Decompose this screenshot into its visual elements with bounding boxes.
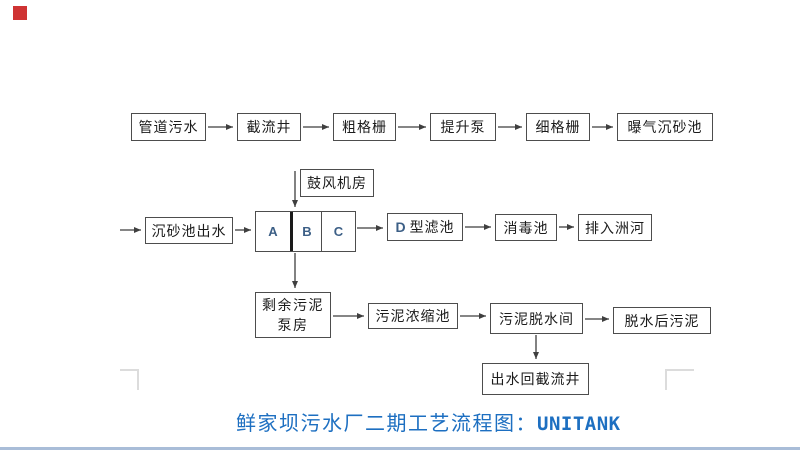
caption-unitank: UNITANK [537, 413, 621, 435]
red-square-marker [13, 6, 27, 20]
flow-box-pipeline-sewage: 管道污水 [131, 113, 206, 141]
d-filter-latin: D [395, 219, 407, 235]
flow-box-return-to-intercepting-well: 出水回截流井 [482, 363, 589, 395]
diagram-caption: 鲜家坝污水厂二期工艺流程图：UNITANK [236, 407, 621, 436]
flow-box-sludge-pump-house: 剩余污泥 泵房 [255, 292, 331, 338]
d-filter-cn: 型滤池 [409, 219, 455, 235]
flow-box-outfall-river: 排入洲河 [578, 214, 652, 241]
flow-box-blower-room: 鼓风机房 [300, 169, 374, 197]
caption-chinese: 鲜家坝污水厂二期工艺流程图： [236, 413, 537, 435]
unitank-abc-box: A B C [255, 211, 356, 252]
bottom-rule [0, 447, 800, 450]
flow-box-aerated-grit-chamber: 曝气沉砂池 [617, 113, 713, 141]
flow-box-disinfection-tank: 消毒池 [495, 214, 557, 241]
flow-box-sludge-dewatering-room: 污泥脱水间 [490, 303, 583, 334]
unitank-cell-b: B [293, 212, 322, 251]
text-boundary-mark-right [665, 369, 694, 390]
flow-box-lift-pump: 提升泵 [430, 113, 496, 141]
unitank-cell-c: C [333, 224, 344, 239]
flow-box-d-type-filter: D 型滤池 [387, 213, 463, 241]
flow-box-dewatered-sludge: 脱水后污泥 [613, 307, 711, 334]
flow-box-sludge-thickener: 污泥浓缩池 [368, 303, 458, 329]
flow-box-fine-screen: 细格栅 [526, 113, 590, 141]
flow-box-coarse-screen: 粗格栅 [333, 113, 396, 141]
flow-box-intercepting-well: 截流井 [237, 113, 301, 141]
unitank-cell-a: A [256, 212, 293, 251]
sludge-pump-line2: 泵房 [277, 317, 309, 333]
flow-box-grit-chamber-outlet: 沉砂池出水 [145, 217, 233, 244]
text-boundary-mark-left [120, 369, 139, 390]
sludge-pump-line1: 剩余污泥 [262, 296, 324, 313]
